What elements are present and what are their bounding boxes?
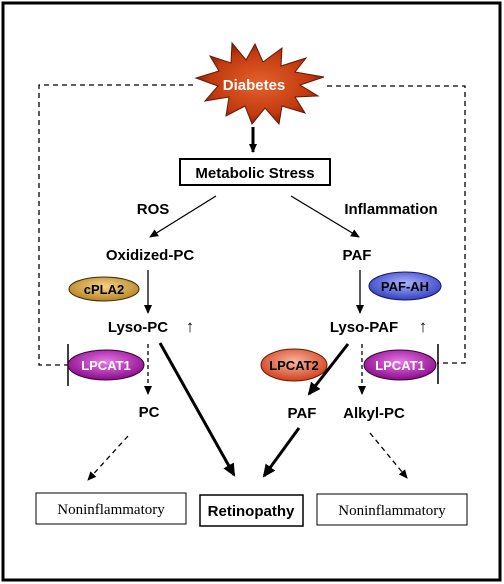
- lyso-pc-increase-icon: ↑: [186, 317, 195, 336]
- noninflammatory-right-label: Noninflammatory: [338, 503, 446, 519]
- lpcat2-enzyme: LPCAT2: [260, 348, 328, 382]
- lpcat1-left-oval: [67, 349, 145, 381]
- pc-label: PC: [139, 404, 160, 421]
- noninflammatory-right-box: [316, 493, 468, 526]
- cpla2-enzyme: cPLA2: [68, 276, 140, 302]
- lpcat1-right-enzyme: LPCAT1: [363, 349, 437, 381]
- arrow-pc-to-noninflammatory: [87, 435, 129, 481]
- metabolic-stress-label: Metabolic Stress: [195, 165, 314, 182]
- lyso-pc-label: Lyso-PC: [108, 319, 168, 336]
- paf-ah-oval: [368, 271, 442, 301]
- lpcat1-right-label: LPCAT1: [375, 358, 425, 373]
- noninflammatory-right-node: Noninflammatory: [316, 493, 468, 526]
- paf-ah-enzyme: PAF-AH: [368, 271, 442, 301]
- noninflammatory-left-box: [35, 492, 187, 525]
- dashed-line-left: [38, 84, 193, 366]
- lpcat1-left-enzyme: LPCAT1: [67, 349, 145, 381]
- arrow-paf-to-retinopathy: [262, 427, 301, 478]
- cpla2-oval: [68, 276, 140, 302]
- lpcat1-left-label: LPCAT1: [81, 358, 131, 373]
- arrow-lysopaf-to-paf: [307, 343, 350, 396]
- oxidized-pc-label: Oxidized-PC: [106, 247, 195, 264]
- paf-bottom-label: PAF: [288, 405, 317, 422]
- inflammation-label: Inflammation: [344, 201, 437, 218]
- lpcat2-label: LPCAT2: [269, 358, 319, 373]
- starburst-shape: [194, 41, 325, 126]
- retinopathy-node: Retinopathy: [199, 494, 304, 527]
- lpcat1-right-oval: [363, 349, 437, 381]
- arrow-lysopc-to-retinopathy: [158, 342, 236, 477]
- lyso-paf-increase-icon: ↑: [419, 317, 428, 336]
- arrow-stress-to-oxidized: [149, 195, 217, 238]
- retinopathy-box: [199, 494, 304, 527]
- cpla2-label: cPLA2: [84, 282, 124, 297]
- ros-label: ROS: [137, 201, 170, 218]
- paf-top-label: PAF: [343, 247, 372, 264]
- diabetes-label: Diabetes: [223, 77, 286, 94]
- paf-ah-label: PAF-AH: [381, 279, 429, 294]
- diabetes-node: Diabetes: [194, 41, 325, 126]
- retinopathy-label: Retinopathy: [208, 503, 295, 520]
- arrow-stress-to-paf: [290, 195, 360, 238]
- metabolic-stress-box: [179, 158, 331, 186]
- alkyl-pc-label: Alkyl-PC: [343, 405, 405, 422]
- arrow-alkylpc-to-noninflammatory: [369, 432, 408, 479]
- noninflammatory-left-label: Noninflammatory: [57, 502, 165, 518]
- metabolic-stress-node: Metabolic Stress: [179, 158, 331, 186]
- lpcat2-oval: [260, 348, 328, 382]
- lyso-paf-label: Lyso-PAF: [330, 319, 398, 336]
- noninflammatory-left-node: Noninflammatory: [35, 492, 187, 525]
